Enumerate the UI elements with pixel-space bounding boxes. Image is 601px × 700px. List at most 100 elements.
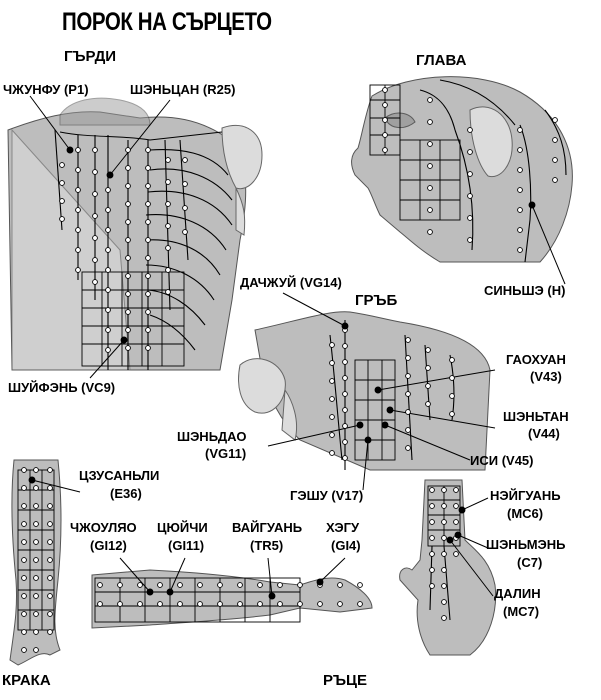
point-marker — [197, 601, 203, 607]
point-marker — [125, 165, 131, 171]
point-marker — [145, 147, 151, 153]
point-gaohuang-code: (V43) — [530, 369, 562, 384]
point-marker — [329, 414, 335, 420]
point-waiguan-code: (TR5) — [250, 538, 284, 553]
point-marker — [47, 467, 53, 473]
point-daling: ДАЛИН — [494, 586, 541, 601]
point-marker — [342, 375, 348, 381]
point-marker — [92, 147, 98, 153]
point-marker — [405, 355, 411, 361]
point-marker — [177, 601, 183, 607]
point-marker — [47, 485, 53, 491]
point-marker — [33, 647, 39, 653]
point-quchi-code: (GI11) — [168, 538, 205, 553]
point-marker — [342, 407, 348, 413]
acupoint-highlight — [28, 476, 36, 484]
point-marker — [182, 205, 188, 211]
point-marker — [165, 267, 171, 273]
point-marker — [125, 237, 131, 243]
point-marker — [467, 193, 473, 199]
point-marker — [425, 365, 431, 371]
point-marker — [517, 227, 523, 233]
point-marker — [337, 582, 343, 588]
point-marker — [382, 147, 388, 153]
point-marker — [145, 309, 151, 315]
point-marker — [427, 163, 433, 169]
point-marker — [382, 132, 388, 138]
point-marker — [92, 191, 98, 197]
point-marker — [47, 539, 53, 545]
point-marker — [405, 445, 411, 451]
point-marker — [125, 291, 131, 297]
point-marker — [137, 582, 143, 588]
point-marker — [197, 582, 203, 588]
point-marker — [92, 213, 98, 219]
point-marker — [453, 487, 459, 493]
point-marker — [382, 87, 388, 93]
point-marker — [425, 383, 431, 389]
point-zhouliao-code: (GI12) — [90, 538, 127, 553]
point-marker — [429, 551, 435, 557]
point-marker — [342, 455, 348, 461]
acupoint-highlight — [364, 436, 372, 444]
point-marker — [552, 157, 558, 163]
point-marker — [182, 229, 188, 235]
point-marker — [33, 611, 39, 617]
point-marker — [157, 601, 163, 607]
acupoint-highlight — [106, 171, 114, 179]
point-marker — [427, 119, 433, 125]
point-marker — [47, 611, 53, 617]
point-marker — [47, 575, 53, 581]
point-marker — [33, 521, 39, 527]
point-marker — [217, 601, 223, 607]
point-marker — [427, 141, 433, 147]
point-marker — [105, 347, 111, 353]
acupoint-highlight — [374, 386, 382, 394]
point-marker — [75, 167, 81, 173]
point-marker — [382, 117, 388, 123]
point-marker — [117, 582, 123, 588]
point-marker — [21, 485, 27, 491]
point-marker — [337, 601, 343, 607]
point-marker — [21, 629, 27, 635]
point-marker — [21, 539, 27, 545]
point-shencang: ШЭНЬЦАН (R25) — [130, 82, 236, 97]
point-shendao: ШЭНЬДАО — [177, 429, 247, 444]
point-marker — [297, 582, 303, 588]
point-marker — [429, 567, 435, 573]
acupoint-highlight — [166, 588, 174, 596]
point-marker — [145, 273, 151, 279]
point-marker — [21, 521, 27, 527]
point-marker — [21, 467, 27, 473]
point-marker — [427, 229, 433, 235]
point-marker — [329, 342, 335, 348]
point-marker — [257, 601, 263, 607]
section-legs: КРАКА — [2, 672, 51, 689]
point-marker — [317, 601, 323, 607]
point-marker — [449, 357, 455, 363]
point-marker — [237, 582, 243, 588]
point-marker — [405, 373, 411, 379]
point-marker — [47, 593, 53, 599]
point-marker — [21, 503, 27, 509]
point-marker — [33, 629, 39, 635]
point-dazhui: ДАЧЖУЙ (VG14) — [240, 275, 342, 290]
point-marker — [467, 171, 473, 177]
point-marker — [59, 180, 65, 186]
point-marker — [177, 582, 183, 588]
point-marker — [105, 267, 111, 273]
point-marker — [517, 167, 523, 173]
point-marker — [21, 575, 27, 581]
point-marker — [92, 169, 98, 175]
point-marker — [357, 582, 363, 588]
point-marker — [329, 450, 335, 456]
point-marker — [105, 247, 111, 253]
point-marker — [441, 551, 447, 557]
point-marker — [165, 289, 171, 295]
acupoint-highlight — [341, 322, 349, 330]
point-marker — [125, 327, 131, 333]
point-geshu: ГЭШУ (V17) — [290, 488, 364, 503]
point-marker — [441, 503, 447, 509]
point-marker — [105, 307, 111, 313]
